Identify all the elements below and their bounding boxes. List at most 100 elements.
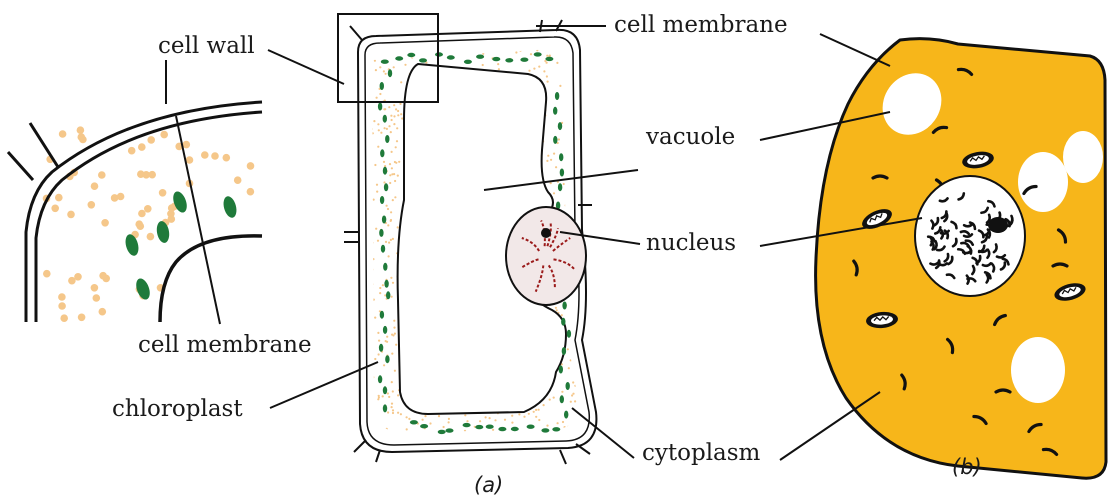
- cytoplasm-dot: [393, 173, 395, 175]
- cytoplasm-dot: [389, 182, 391, 184]
- cytoplasm-dot: [368, 52, 370, 54]
- plant-cell: [338, 14, 596, 464]
- cytoplasm-dot: [485, 416, 487, 418]
- chloroplast: [419, 58, 427, 62]
- cytoplasm-dot: [373, 199, 375, 201]
- cytoplasm-dot: [128, 147, 136, 155]
- cytoplasm-dot: [511, 415, 513, 417]
- cytoplasm-dot: [390, 277, 392, 279]
- chloroplast: [447, 55, 455, 59]
- cytoplasm-dot: [376, 191, 378, 193]
- cytoplasm-dot: [373, 57, 375, 59]
- cytoplasm-dot: [371, 283, 373, 285]
- cytoplasm-dot: [566, 170, 568, 172]
- cytoplasm-dot: [440, 50, 442, 52]
- cytoplasm-dot: [389, 163, 391, 165]
- cytoplasm-dot: [390, 211, 392, 213]
- leader-cell-membrane-top-b: [820, 34, 890, 66]
- cytoplasm-dot: [391, 334, 393, 336]
- cytoplasm-dot: [160, 131, 168, 139]
- cytoplasm-dot: [392, 412, 394, 414]
- cytoplasm-dot: [201, 151, 209, 159]
- cytoplasm-dot: [374, 60, 376, 62]
- cytoplasm-dot: [400, 113, 402, 115]
- zoom-wall-stub-left: [8, 152, 33, 180]
- cytoplasm-dot: [247, 162, 255, 170]
- cytoplasm-dot: [577, 387, 579, 389]
- cytoplasm-dot: [567, 348, 569, 350]
- cytoplasm-dot: [371, 287, 373, 289]
- cytoplasm-dot: [387, 208, 389, 210]
- cytoplasm-dot: [392, 49, 394, 51]
- cytoplasm-dot: [391, 167, 393, 169]
- cytoplasm-dot: [366, 434, 368, 436]
- cytoplasm-dot: [392, 390, 394, 392]
- cytoplasm-dot: [570, 138, 572, 140]
- chloroplast: [382, 216, 386, 224]
- cytoplasm-dot: [549, 399, 551, 401]
- cytoplasm-dot: [544, 437, 546, 439]
- cytoplasm-dot: [379, 287, 381, 289]
- plant-wall-stub: [350, 26, 362, 40]
- cytoplasm-dot: [466, 420, 468, 422]
- cytoplasm-dot: [375, 228, 377, 230]
- cytoplasm-dot: [464, 430, 466, 432]
- cytoplasm-dot: [543, 404, 545, 406]
- cytoplasm-dot: [383, 364, 385, 366]
- chloroplast: [380, 149, 384, 157]
- chloroplast: [492, 57, 500, 61]
- cytoplasm-dot: [469, 47, 471, 49]
- cytoplasm-dot: [394, 161, 396, 163]
- cytoplasm-dot: [422, 51, 424, 53]
- chloroplast: [378, 375, 382, 383]
- cytoplasm-dot: [384, 108, 386, 110]
- cytoplasm-dot: [396, 127, 398, 129]
- zoomed-corner: [8, 102, 262, 322]
- chloroplast: [383, 263, 387, 271]
- cytoplasm-dot: [367, 358, 369, 360]
- cytoplasm-dot: [401, 117, 403, 119]
- cytoplasm-dot: [101, 219, 109, 227]
- cytoplasm-dot: [399, 49, 401, 51]
- cytoplasm-dot: [579, 417, 581, 419]
- cytoplasm-dot: [168, 215, 176, 223]
- cytoplasm-dot: [77, 126, 85, 134]
- cytoplasm-dot: [504, 419, 506, 421]
- cytoplasm-dot: [577, 106, 579, 108]
- cytoplasm-dot: [376, 97, 378, 99]
- cytoplasm-dot: [574, 400, 576, 402]
- cytoplasm-dot: [546, 160, 548, 162]
- cytoplasm-dot: [375, 69, 377, 71]
- cytoplasm-dot: [135, 220, 143, 228]
- animal-vacuole: [1063, 131, 1103, 183]
- cytoplasm-dot: [562, 421, 564, 423]
- cytoplasm-dot: [397, 175, 399, 177]
- cytoplasm-dot: [384, 51, 386, 53]
- cytoplasm-dot: [564, 426, 566, 428]
- cytoplasm-dot: [183, 141, 191, 149]
- cytoplasm-dot: [574, 362, 576, 364]
- cytoplasm-dot: [424, 438, 426, 440]
- cytoplasm-dot: [392, 238, 394, 240]
- chloroplast: [562, 302, 566, 310]
- cytoplasm-dot: [535, 409, 537, 411]
- caption-plant-cell: (a): [474, 473, 503, 497]
- chloroplast: [558, 183, 562, 191]
- cytoplasm-dot: [367, 120, 369, 122]
- chloroplast: [559, 366, 563, 374]
- chloroplast: [383, 326, 387, 334]
- cytoplasm-dot: [533, 68, 535, 70]
- chloroplast: [520, 58, 528, 62]
- cytoplasm-dot: [489, 417, 491, 419]
- cytoplasm-dot: [387, 392, 389, 394]
- cytoplasm-dot: [500, 440, 502, 442]
- cytoplasm-dot: [393, 66, 395, 68]
- leader-cell-membrane-left: [176, 116, 220, 324]
- cytoplasm-dot: [372, 376, 374, 378]
- animal-cell: [816, 39, 1106, 479]
- cytoplasm-dot: [373, 426, 375, 428]
- cytoplasm-dot: [509, 44, 511, 46]
- cytoplasm-dot: [575, 76, 577, 78]
- leader-cell-wall: [268, 50, 344, 84]
- cytoplasm-dot: [459, 434, 461, 436]
